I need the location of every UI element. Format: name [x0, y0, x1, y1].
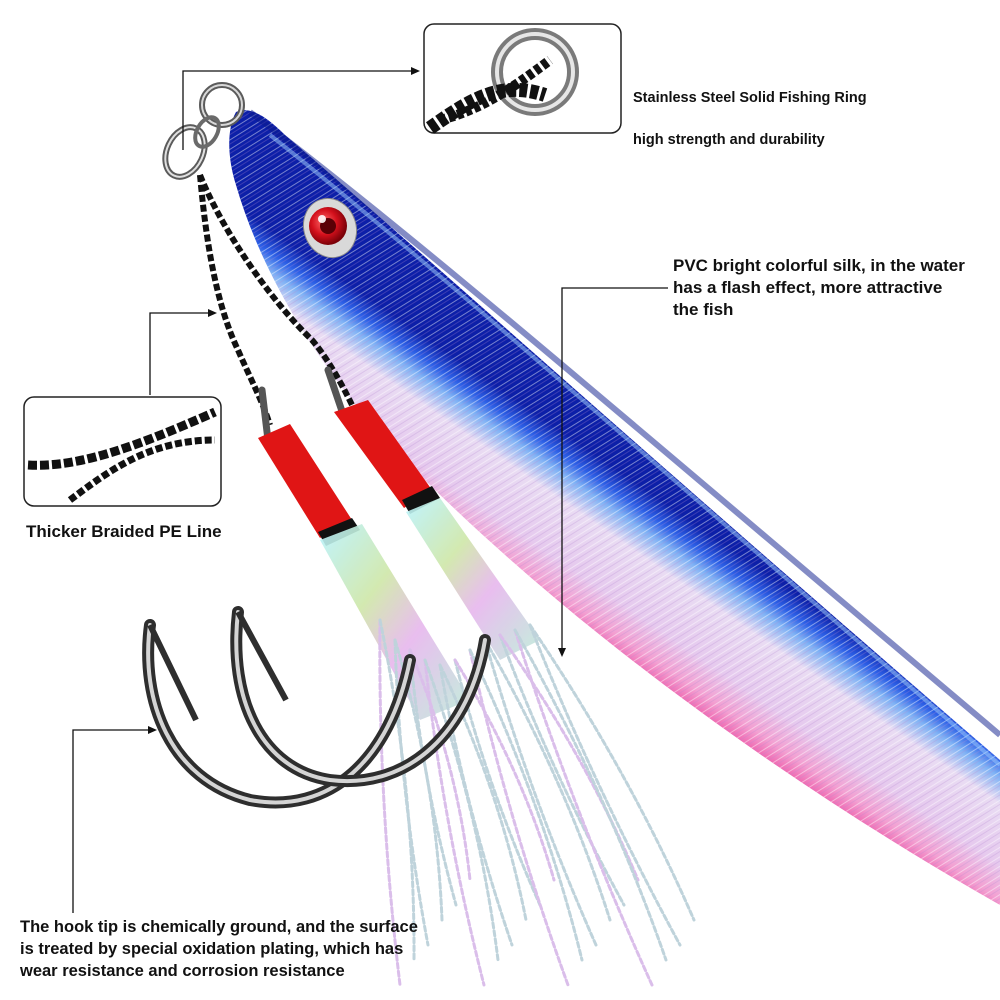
flash-strand: [468, 648, 584, 962]
callout-lines: [72, 67, 668, 913]
ring-callout-title: Stainless Steel Solid Fishing Ring: [633, 90, 867, 106]
pe-line-callout-label: Thicker Braided PE Line: [26, 522, 222, 541]
double-assist-hooks: [142, 606, 491, 809]
pvc-silk-callout-label: PVC bright colorful silk, in the water h…: [673, 256, 965, 319]
hook-callout-line: [72, 729, 152, 913]
flash-strand: [528, 623, 682, 947]
flash-strand: [378, 618, 416, 962]
jig-body: [229, 109, 1000, 906]
ring-callout-label: Stainless Steel Solid Fishing Ring high …: [633, 67, 867, 172]
flash-strand: [408, 648, 472, 882]
hook-shank-tops: [258, 366, 349, 444]
ring-callout-line: [182, 70, 415, 150]
flash-strand: [453, 658, 542, 907]
flash-strand: [513, 628, 654, 987]
line-callout-line: [149, 312, 213, 395]
hook-callout-label: The hook tip is chemically ground, and t…: [20, 918, 418, 980]
jig-eye: [303, 197, 357, 259]
flash-strand: [378, 618, 402, 987]
braid-inset: [23, 396, 222, 507]
flash-strand: [528, 623, 696, 922]
flash-strand: [423, 658, 486, 987]
flash-skirt: [320, 498, 696, 987]
solid-ring: [162, 82, 245, 180]
ring-callout-text: high strength and durability: [633, 132, 825, 148]
flash-strand: [468, 648, 570, 987]
ring-inset: [423, 23, 622, 134]
flash-strand: [498, 633, 626, 907]
flash-strand: [483, 638, 612, 922]
flash-strand: [438, 663, 528, 922]
flash-strand: [483, 638, 598, 947]
pvc-callout-line: [561, 287, 668, 650]
flash-strand: [408, 648, 458, 907]
flash-strand: [393, 638, 430, 947]
flash-strand: [513, 628, 668, 962]
flash-strand: [438, 663, 514, 947]
